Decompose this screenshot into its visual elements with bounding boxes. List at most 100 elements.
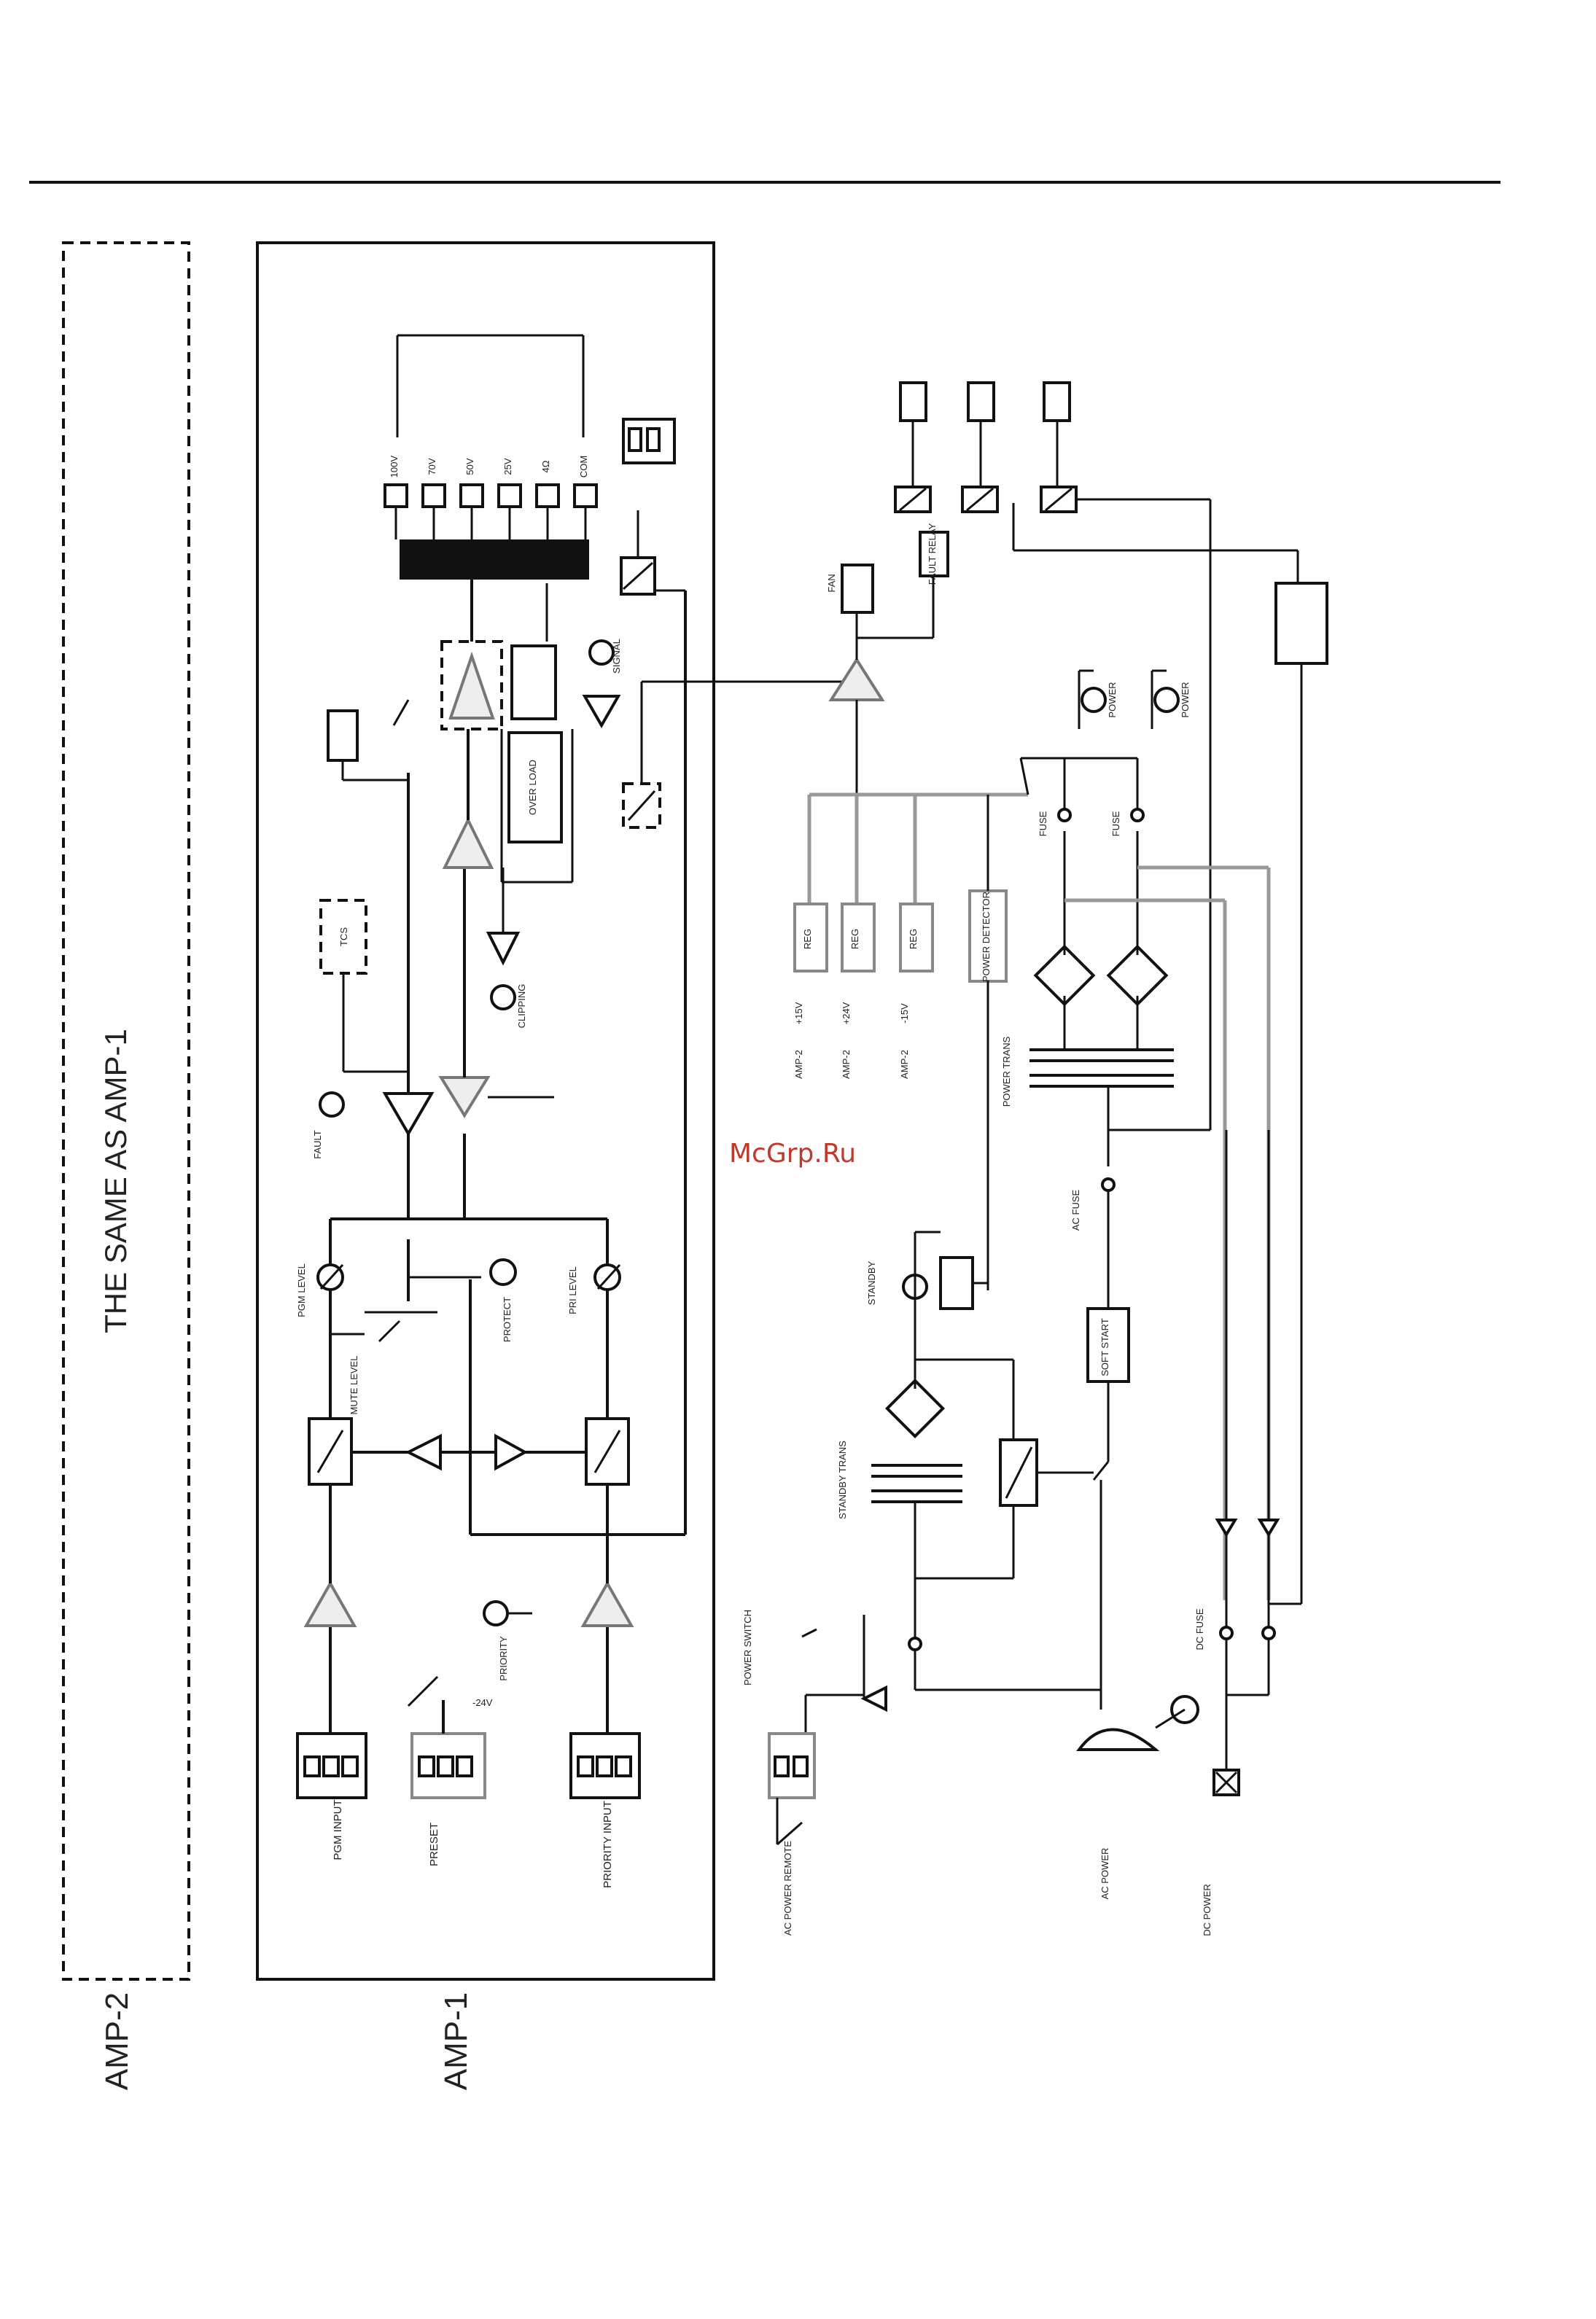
tcs-label: TCS xyxy=(338,927,349,946)
clip-led xyxy=(490,984,516,1010)
reg-1-in: +15V xyxy=(793,1002,804,1024)
fuse-b xyxy=(1130,808,1145,822)
driver-amp xyxy=(442,816,494,869)
reg-3-label: REG xyxy=(908,929,919,949)
pgm-input-amp xyxy=(303,1580,357,1627)
fault-out-c xyxy=(1043,381,1071,422)
priority-led-label: PRIORITY xyxy=(498,1636,509,1681)
remote-pot xyxy=(407,1675,439,1707)
ac-power-label: AC POWER xyxy=(1099,1848,1110,1900)
output-transformer xyxy=(400,539,589,580)
amp2-note: THE SAME AS AMP-1 xyxy=(98,1029,133,1333)
amp1-label: AMP-1 xyxy=(438,1992,474,2090)
fan-motor xyxy=(841,564,874,614)
amp2-label: AMP-2 xyxy=(99,1992,135,2090)
watermark: McGrp.Ru xyxy=(729,1139,857,1169)
remote-connector xyxy=(410,1732,486,1799)
standby-detector xyxy=(939,1256,974,1310)
reg-2 xyxy=(841,903,876,973)
mute-level-pot xyxy=(378,1320,401,1343)
overload-box xyxy=(507,731,563,843)
reg-1-label: REG xyxy=(802,929,813,949)
remote-24v: -24V xyxy=(472,1697,493,1708)
terminal-4ohm: 4Ω xyxy=(540,460,551,472)
bias-sensor xyxy=(327,709,359,762)
fault-out-b xyxy=(967,381,995,422)
dc-fuse-a xyxy=(1219,1626,1234,1640)
power-switch xyxy=(801,1628,817,1638)
fuse-b-label: FUSE xyxy=(1110,811,1121,836)
relay-b xyxy=(961,486,999,513)
pri-level-label: PRI LEVEL xyxy=(567,1266,578,1314)
amp2-block xyxy=(62,241,190,1981)
power-detector-box xyxy=(1274,582,1328,665)
signal-label: SIGNAL xyxy=(611,639,622,674)
remote-buffer xyxy=(860,1685,887,1712)
power-led-b-label: POWER xyxy=(1180,682,1191,717)
reg-3-amp: AMP-2 xyxy=(899,1050,910,1079)
fan-label: FAN xyxy=(826,574,837,592)
ac-plug xyxy=(1076,1728,1160,1751)
rectifier-b xyxy=(1106,944,1169,1007)
dc-fuse-b xyxy=(1261,1626,1276,1640)
logic-buffer-b xyxy=(494,1433,529,1471)
signal-led xyxy=(588,639,615,666)
ac-fuse xyxy=(1101,1177,1116,1192)
priority-input-label: PRIORITY INPUT xyxy=(602,1801,614,1888)
terminal-50v: 50V xyxy=(464,458,475,475)
reg-3-in: -15V xyxy=(899,1003,910,1024)
standby-fuse xyxy=(908,1637,922,1651)
terminal-100v: 100V xyxy=(389,455,400,478)
fuse-a xyxy=(1057,808,1072,822)
priority-input-amp xyxy=(580,1580,634,1627)
standby-led-label: STANDBY xyxy=(866,1260,877,1305)
terminal-25v: 25V xyxy=(502,458,513,475)
reg-2-in: +24V xyxy=(841,1002,852,1024)
pgm-level-label: PGM LEVEL xyxy=(296,1263,307,1317)
fault-out-a xyxy=(899,381,927,422)
reg-1-amp: AMP-2 xyxy=(793,1050,804,1079)
terminal-com: COM xyxy=(578,456,589,478)
power-switch-label: POWER SWITCH xyxy=(742,1610,753,1685)
clip-label: CLIPPING xyxy=(516,984,527,1029)
power-detector-label: POWER DETECTOR xyxy=(981,892,992,982)
ac-fuse-label: AC FUSE xyxy=(1070,1190,1081,1231)
standby-trans-label: STANDBY TRANS xyxy=(837,1441,848,1519)
dc-diode-a xyxy=(1215,1519,1238,1537)
power-led-a xyxy=(1081,687,1107,713)
pgm-input-connector xyxy=(296,1732,367,1799)
reg-2-amp: AMP-2 xyxy=(841,1050,852,1079)
fault-label: FAULT xyxy=(312,1130,323,1159)
protect-led xyxy=(489,1258,517,1286)
main-switch xyxy=(1092,1461,1110,1481)
reg-2-label: REG xyxy=(849,929,860,949)
dc-fuse-label: DC FUSE xyxy=(1194,1608,1205,1650)
dc-diode-b xyxy=(1257,1519,1280,1537)
pgm-input-label: PGM INPUT xyxy=(332,1799,344,1860)
dc-power-label: DC POWER xyxy=(1202,1884,1212,1936)
protect-label: PROTECT xyxy=(502,1297,513,1342)
power-led-b xyxy=(1153,687,1180,713)
terminal-70v: 70V xyxy=(427,458,437,475)
fuse-a-label: FUSE xyxy=(1038,811,1048,836)
overload-label: OVER LOAD xyxy=(527,760,538,815)
fault-relay-label: FAULT RELAY xyxy=(927,523,938,585)
reg-1 xyxy=(793,903,828,973)
priority-led xyxy=(483,1600,509,1626)
power-amp xyxy=(448,651,495,720)
ac-power-remote-label: AC POWER REMOTE xyxy=(782,1841,793,1936)
power-led-a-label: POWER xyxy=(1107,682,1118,717)
reg-3 xyxy=(899,903,934,973)
rectifier-a xyxy=(1033,944,1096,1007)
mute-level-label: MUTE LEVEL xyxy=(349,1356,359,1415)
fan-driver xyxy=(828,657,885,701)
signal-comparator xyxy=(582,695,621,729)
preset-label: PRESET xyxy=(428,1823,440,1866)
power-trans-label: POWER TRANS xyxy=(1001,1036,1012,1107)
priority-input-connector xyxy=(569,1732,641,1799)
soft-start-label: SOFT START xyxy=(1099,1318,1110,1376)
current-limit-box xyxy=(510,644,557,720)
fault-relay-driver xyxy=(919,531,949,577)
